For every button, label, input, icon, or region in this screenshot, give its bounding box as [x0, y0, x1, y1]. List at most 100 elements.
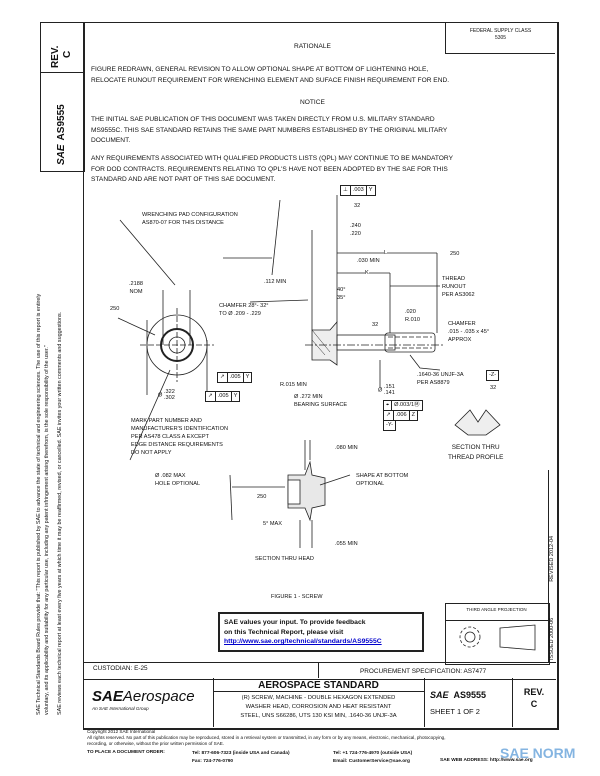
issue-dates: ISSUED 2000-06REVISED 2012-04 — [549, 536, 555, 660]
dim-K: K — [365, 269, 369, 277]
dim: .322 — [163, 389, 175, 395]
feedback-link[interactable]: http://www.sae.org/technical/standards/A… — [224, 638, 382, 645]
text-line: WASHER HEAD, CORROSION AND HEAT RESISTAN… — [245, 704, 392, 710]
divider — [213, 691, 424, 692]
sheet-number: SHEET 1 OF 2 — [430, 707, 480, 716]
text-line: THE INITIAL SAE PUBLICATION OF THIS DOCU… — [91, 116, 435, 123]
divider — [512, 678, 513, 727]
dim: .020 — [405, 309, 416, 315]
surface-finish: 32 — [490, 385, 497, 391]
dim: .151 — [383, 384, 395, 390]
text-line: ANY REQUIREMENTS ASSOCIATED WITH QUALIFI… — [91, 155, 453, 162]
text-line: Ø .082 MAX — [155, 473, 186, 479]
tolerance: .006 — [394, 411, 410, 420]
text-line: THREAD PROFILE — [448, 454, 504, 461]
surface-finish: 250 — [110, 306, 120, 312]
procurement-spec: PROCUREMENT SPECIFICATION: AS7477 — [360, 668, 487, 675]
rationale-text: FIGURE REDRAWN, GENERAL REVISION TO ALLO… — [91, 65, 449, 86]
text-line: .1640-36 UNJF-3A — [417, 372, 464, 378]
dim: .030 MIN — [357, 258, 380, 264]
text-line: EDGE DISTANCE REQUIREMENTS — [131, 442, 223, 448]
datum: Z — [411, 412, 415, 418]
dim: .302 — [163, 395, 175, 401]
wrench-note: WRENCHING PAD CONFIGURATION AS870-07 FOR … — [142, 211, 238, 227]
chamfer-end-note: CHAMFER.015 - .035 x 45°APPROX — [448, 320, 489, 344]
surface-finish: 32 — [354, 203, 361, 209]
figure-caption: FIGURE 1 - SCREW — [271, 594, 323, 600]
fsc-value: 5305 — [494, 35, 507, 41]
text-line: SECTION THRU — [451, 444, 500, 451]
text-line: .015 - .035 x 45° — [448, 329, 490, 335]
divider — [213, 678, 214, 727]
text-line: Ø .272 MIN — [294, 394, 323, 400]
logo-text: SAE — [92, 688, 123, 705]
runout-icon: ↗ — [384, 411, 394, 420]
dim: NOM — [129, 289, 143, 295]
text-line: STEEL, UNS S66286, UTS 130 KSI MIN, .164… — [240, 713, 397, 719]
logo-text: Aerospace — [122, 688, 195, 705]
custodian-row — [83, 662, 556, 680]
text-line: FIGURE REDRAWN, GENERAL REVISION TO ALLO… — [91, 66, 429, 73]
divider — [445, 620, 548, 621]
tolerance: Ø.003/1Ⓜ — [394, 402, 420, 408]
projection-box — [445, 603, 550, 665]
surface-finish: 250 — [257, 494, 267, 500]
datum: -Y- — [386, 422, 393, 428]
diameter-icon: Ø — [378, 387, 383, 394]
text-line: BEARING SURFACE — [294, 402, 348, 408]
text-line: WRENCHING PAD CONFIGURATION — [142, 212, 238, 218]
text-line: SAE values your input. To provide feedba… — [224, 619, 366, 626]
thread-profile-caption: SECTION THRU THREAD PROFILE — [448, 443, 503, 463]
text-line: CHAMFER — [448, 321, 476, 327]
text-line: CHAMFER 28°- 32° — [219, 303, 269, 309]
order-label: TO PLACE A DOCUMENT ORDER: — [87, 750, 165, 755]
order-contacts: Tel: 877-606-7323 (inside USA and Canada… — [192, 750, 290, 766]
issued-date: ISSUED 2000-06 — [549, 617, 555, 660]
divider — [424, 678, 425, 727]
dim: .220 — [350, 231, 361, 237]
datum-y: -Y- — [383, 420, 396, 431]
datum-z: -Z- — [486, 370, 500, 381]
datum: Y — [245, 374, 250, 380]
angle: 40°35° — [337, 286, 345, 302]
diameter-icon: Ø — [158, 392, 163, 399]
dim: .080 MIN — [335, 445, 358, 451]
runout-icon: ↗ — [206, 392, 216, 401]
notice-para-2: ANY REQUIREMENTS ASSOCIATED WITH QUALIFI… — [91, 154, 453, 186]
text-line: TO Ø .209 - .229 — [219, 311, 261, 317]
perpendicular-icon: ⊥ — [341, 186, 351, 195]
text-line: PER AS478 CLASS A EXCEPT — [131, 434, 210, 440]
divider — [40, 72, 83, 73]
sae-aerospace-logo: SAEAerospace — [92, 688, 195, 705]
drawing-frame — [83, 22, 559, 730]
phone: Tel: +1 724-776-4970 (outside USA) — [333, 751, 413, 756]
chamfer-head-note: CHAMFER 28°- 32° TO Ø .209 - .229 — [219, 302, 269, 318]
section-head-caption: SECTION THRU HEAD — [255, 556, 314, 562]
document-description: (R) SCREW, MACHINE - DOUBLE HEXAGON EXTE… — [213, 694, 424, 721]
position-icon: ⌖ — [384, 401, 393, 410]
text-line: THREAD — [442, 276, 465, 282]
dim: R.010 — [405, 317, 420, 323]
logo-tagline: An SAE International Group — [92, 706, 149, 711]
text-line: AS870-07 FOR THIS DISTANCE — [142, 220, 224, 226]
text-line: HOLE OPTIONAL — [155, 481, 201, 487]
document-heading: AEROSPACE STANDARD — [258, 680, 379, 691]
text-line: DO NOT APPLY — [131, 450, 172, 456]
datum: -Z- — [489, 372, 497, 378]
notice-para-1: THE INITIAL SAE PUBLICATION OF THIS DOCU… — [91, 115, 447, 147]
feedback-box: SAE values your input. To provide feedba… — [218, 612, 424, 652]
dim: .2188 — [129, 281, 143, 287]
text-line: FOR DOD CONTRACTS. REQUIREMENTS RELATING… — [91, 165, 448, 173]
text-line: recording, or otherwise, without the pri… — [87, 741, 225, 746]
datum: Y — [368, 187, 373, 193]
divider — [548, 470, 549, 663]
doc-number-text: AS9555 — [453, 690, 487, 700]
text-line: on this Technical Report, please visit — [224, 628, 344, 636]
